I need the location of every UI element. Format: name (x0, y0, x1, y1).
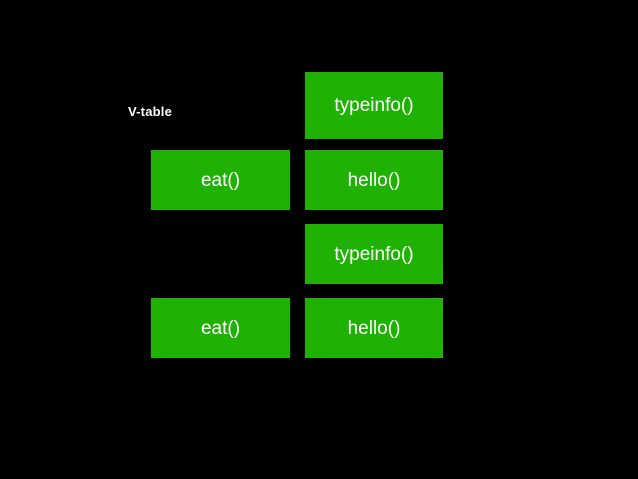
vtable-entry-typeinfo-1[interactable]: typeinfo() (305, 72, 443, 139)
vtable-entry-hello-2[interactable]: hello() (305, 298, 443, 358)
vtable-entry-typeinfo-2[interactable]: typeinfo() (305, 224, 443, 284)
vtable-entry-hello-1[interactable]: hello() (305, 150, 443, 210)
vtable-entry-eat-1[interactable]: eat() (151, 150, 290, 210)
vtable-entry-eat-2[interactable]: eat() (151, 298, 290, 358)
vtable-label: V-table (128, 104, 173, 119)
